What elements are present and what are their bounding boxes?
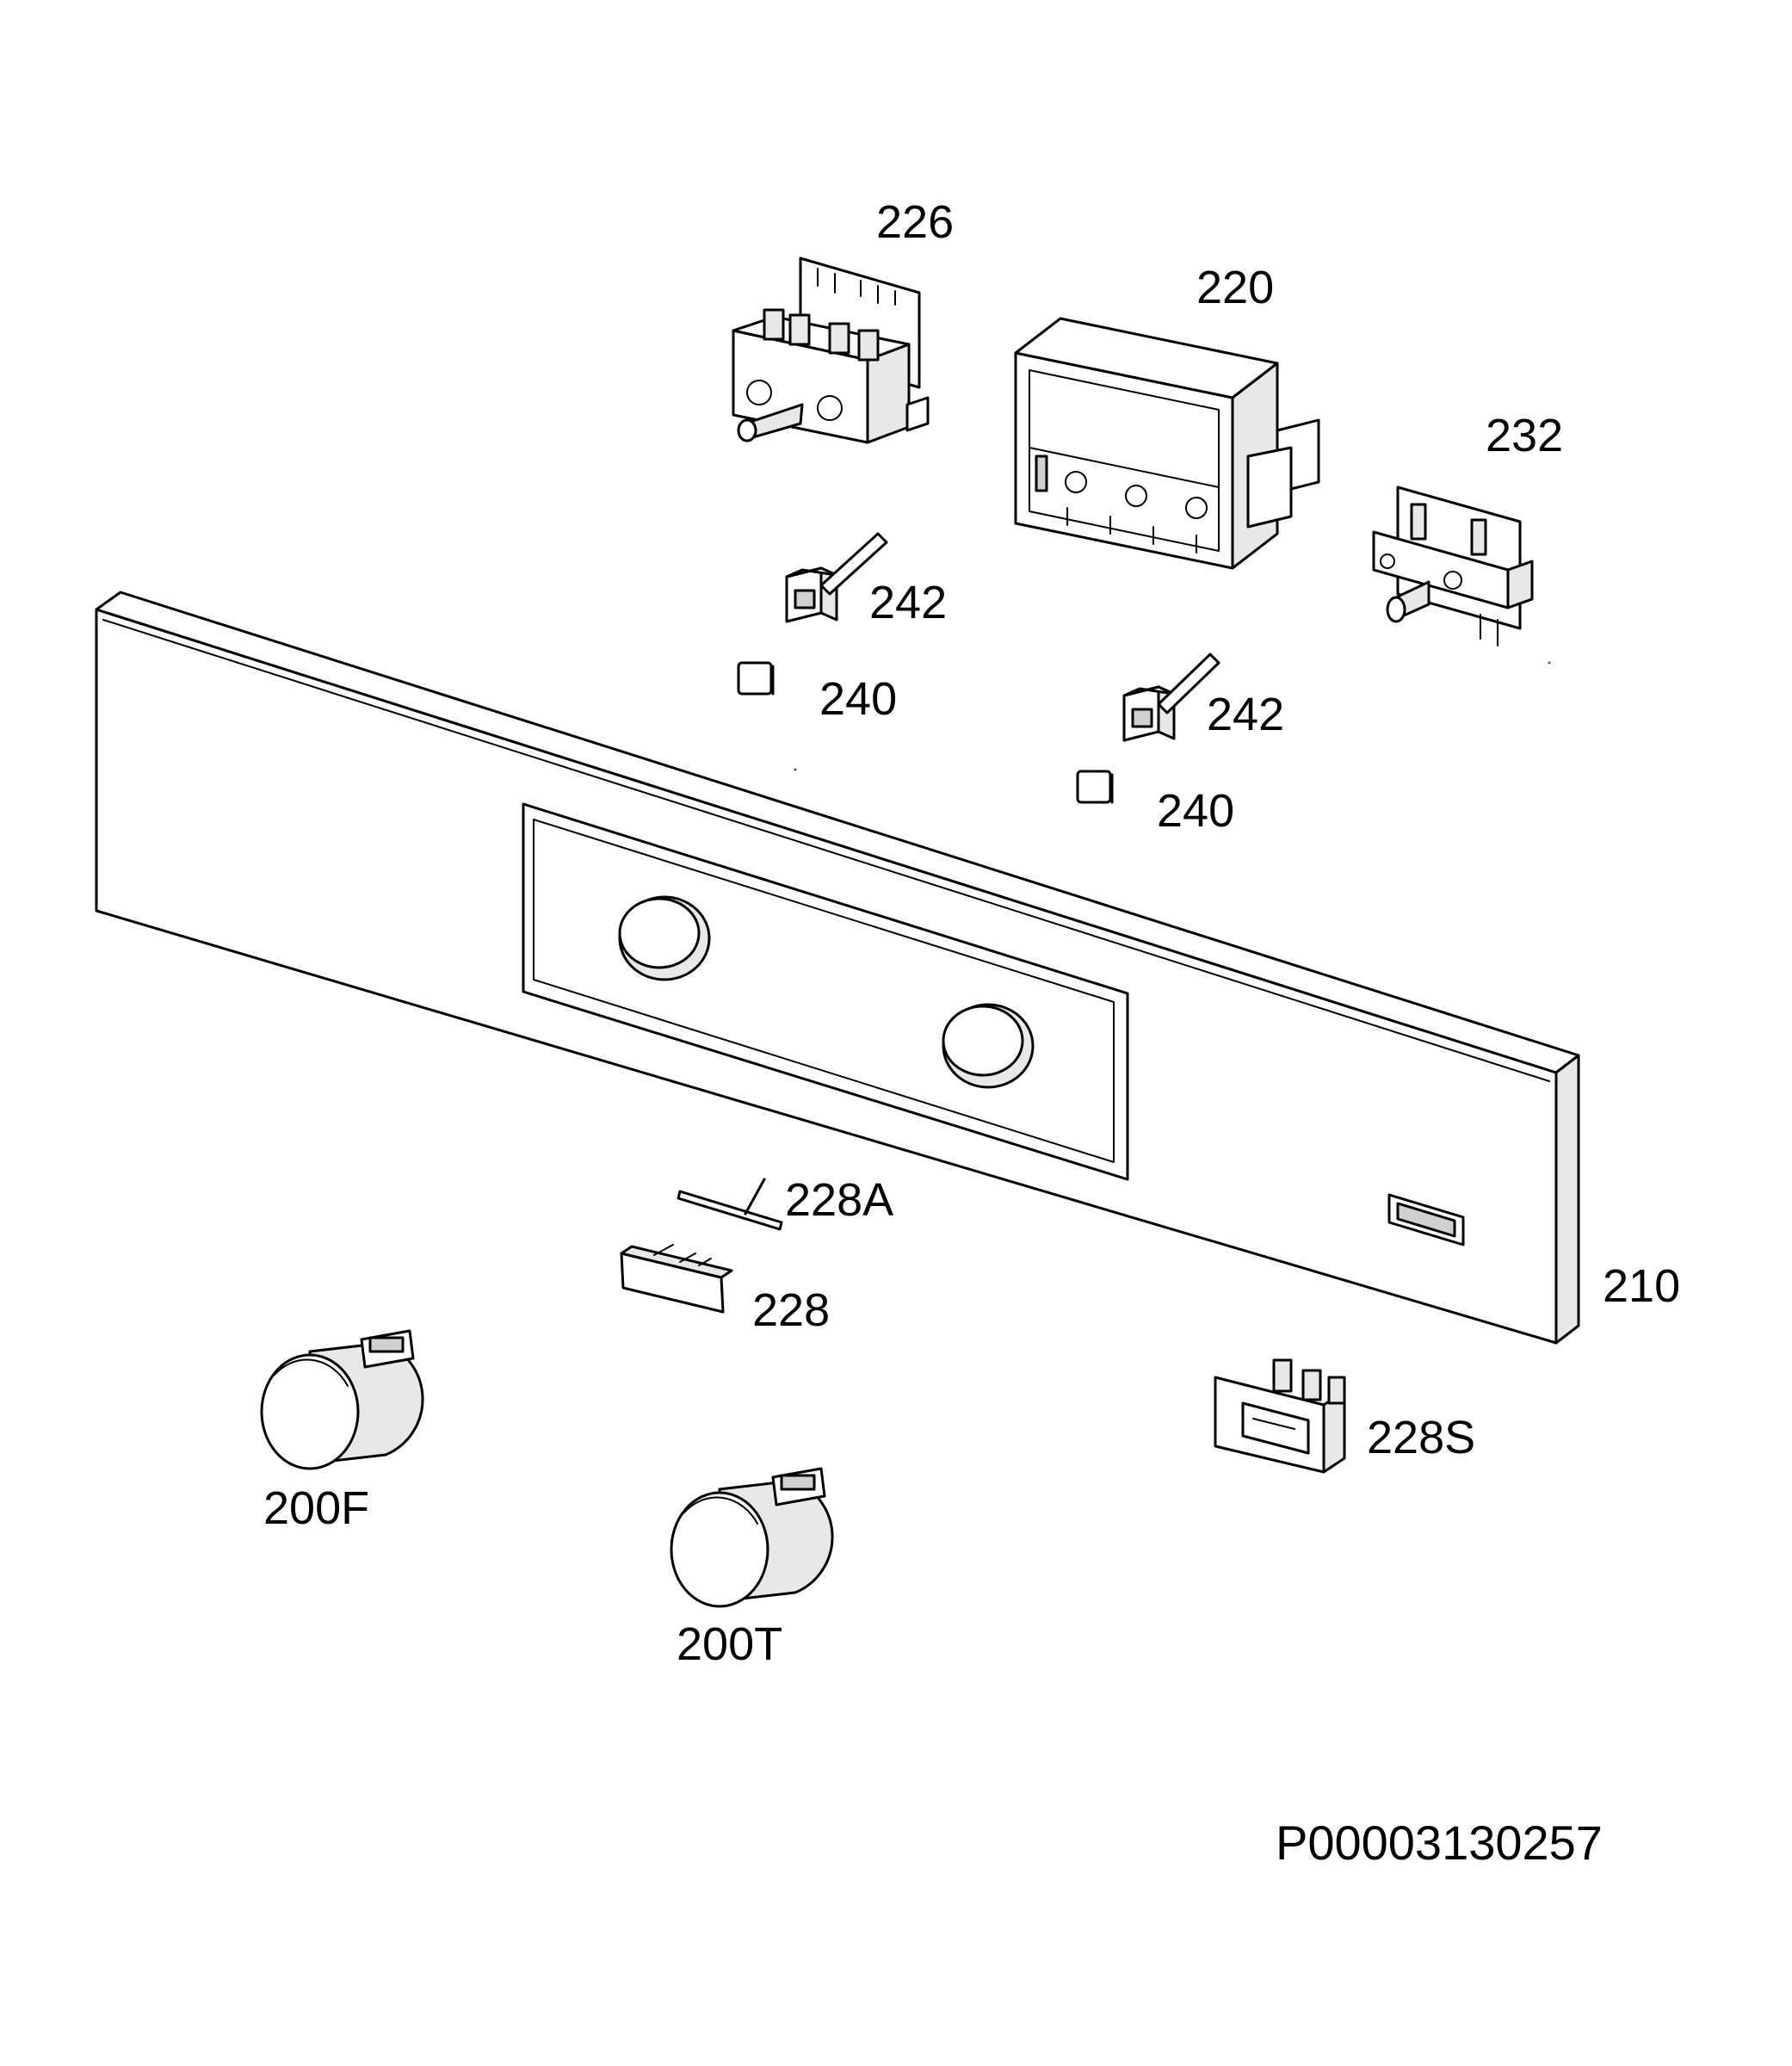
selector-switch-226: [732, 257, 930, 444]
push-rod-228A: [677, 1178, 783, 1231]
control-panel-210: [95, 591, 1580, 1345]
callout-200T: 200T: [677, 1618, 782, 1670]
control-knob-200T: [670, 1467, 834, 1608]
callout-228S: 228S: [1367, 1412, 1475, 1463]
programmer-module-220: [1014, 317, 1320, 570]
knob-opening-left: [618, 895, 711, 981]
lamp-holder-242-upper: [785, 532, 888, 623]
lamp-lens-240-lower: [1076, 770, 1114, 804]
push-switch-228S: [1214, 1358, 1346, 1474]
knob-opening-right: [942, 1003, 1035, 1089]
callout-232: 232: [1486, 410, 1563, 461]
callout-242-lower: 242: [1207, 689, 1284, 740]
switch-slot: [1387, 1193, 1465, 1246]
callout-242-upper: 242: [869, 577, 947, 628]
lamp-lens-240-upper: [737, 661, 775, 696]
callout-240-upper: 240: [819, 673, 897, 725]
control-knob-200F: [260, 1329, 424, 1470]
callout-200F: 200F: [263, 1482, 369, 1534]
callout-220: 220: [1196, 262, 1274, 313]
thermostat-232: [1372, 486, 1534, 646]
document-id: P00003130257: [1276, 1815, 1603, 1870]
callout-228A: 228A: [785, 1174, 893, 1226]
callout-228: 228: [752, 1284, 830, 1336]
lamp-holder-242-lower: [1122, 653, 1220, 742]
callout-226: 226: [876, 196, 954, 248]
callout-210: 210: [1603, 1260, 1680, 1312]
push-button-228: [620, 1244, 733, 1314]
callout-240-lower: 240: [1157, 785, 1234, 837]
